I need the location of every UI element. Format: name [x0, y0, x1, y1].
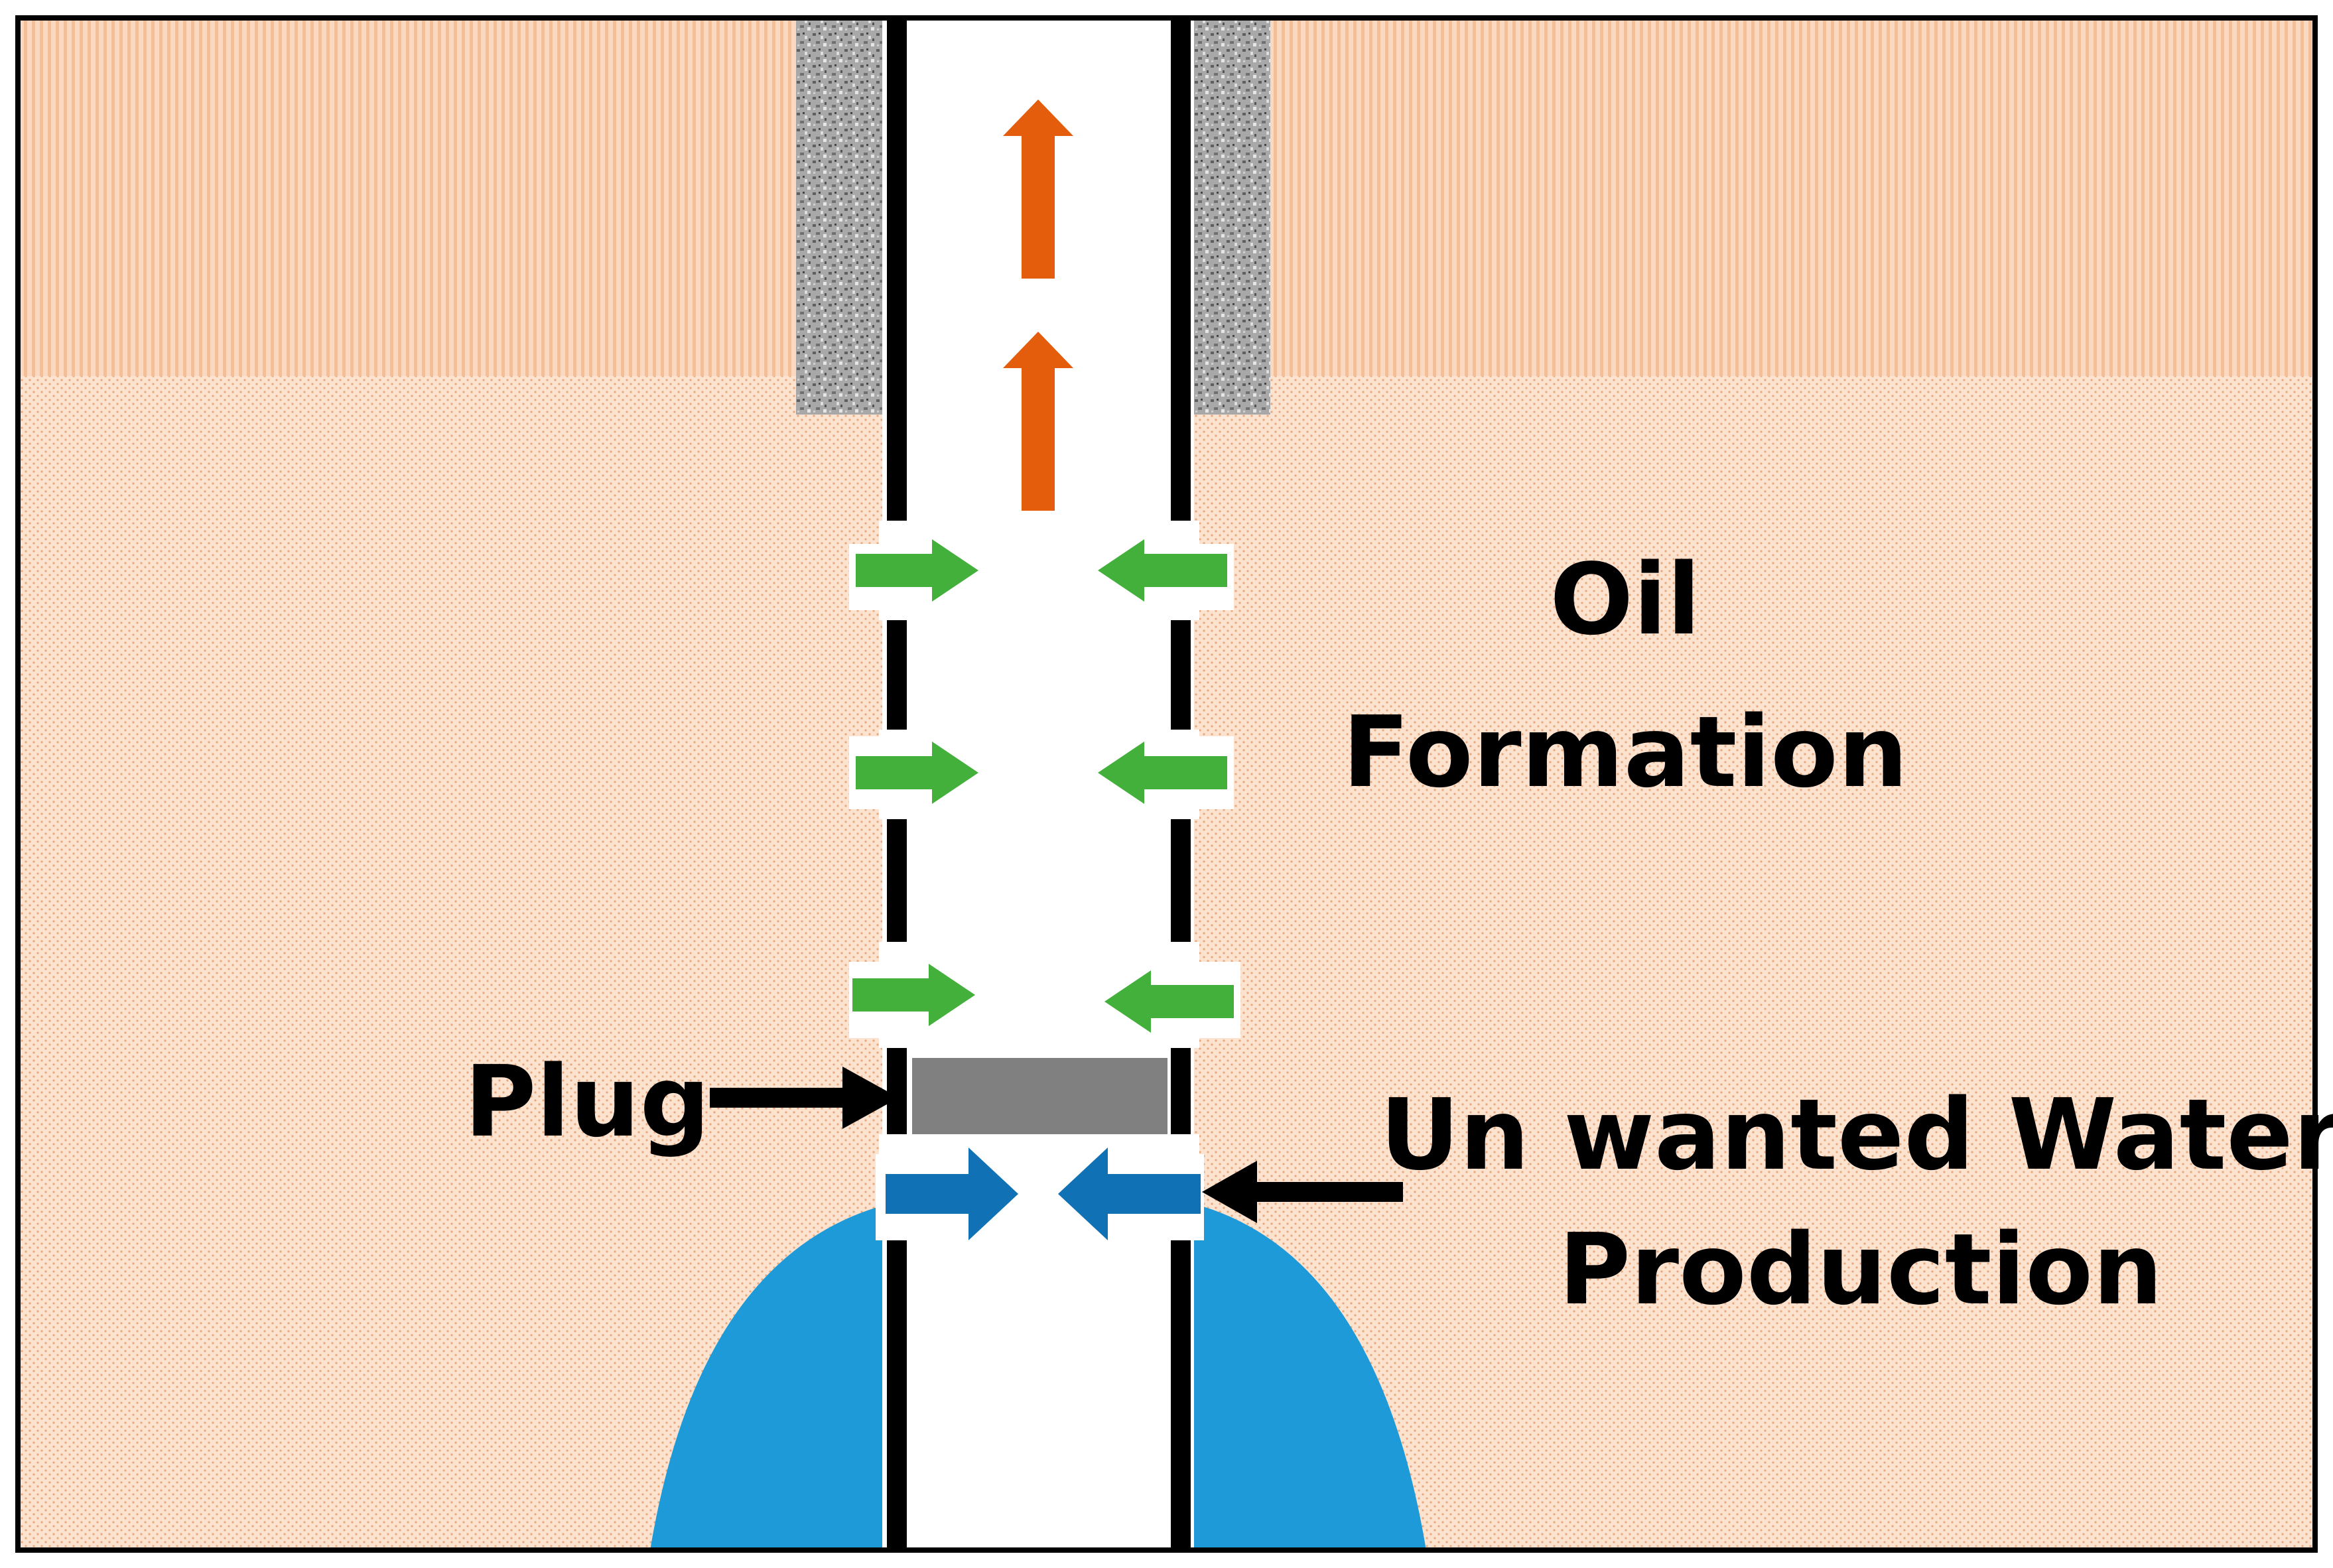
oil-label: Oil: [1550, 543, 1700, 657]
oil-flow-arrow-upper: [1003, 99, 1073, 279]
oil-inflow-arrow-right-1: [1098, 539, 1227, 602]
unwanted-water-label: Un wanted Water: [1380, 1078, 2333, 1192]
plug: [912, 1058, 1167, 1134]
plug-label: Plug: [464, 1045, 710, 1159]
oil-inflow-arrow-right-3: [1104, 970, 1234, 1033]
diagram-frame: [15, 15, 2318, 1553]
oil-inflow-arrow-left-1: [856, 539, 978, 602]
oil-flow-arrow-lower: [1003, 332, 1073, 511]
production-label: Production: [1559, 1212, 2163, 1327]
oil-inflow-arrow-left-3: [852, 964, 975, 1026]
cement-sheath-left: [796, 18, 892, 415]
oil-inflow-arrow-right-2: [1098, 742, 1227, 804]
formation-label: Formation: [1343, 695, 1908, 809]
oil-inflow-arrow-left-2: [856, 742, 978, 804]
water-inflow-arrow-left: [886, 1147, 1018, 1240]
water-pointer-arrow: [1202, 1161, 1403, 1223]
plug-pointer-arrow: [710, 1067, 899, 1129]
water-inflow-arrow-right: [1058, 1147, 1201, 1240]
